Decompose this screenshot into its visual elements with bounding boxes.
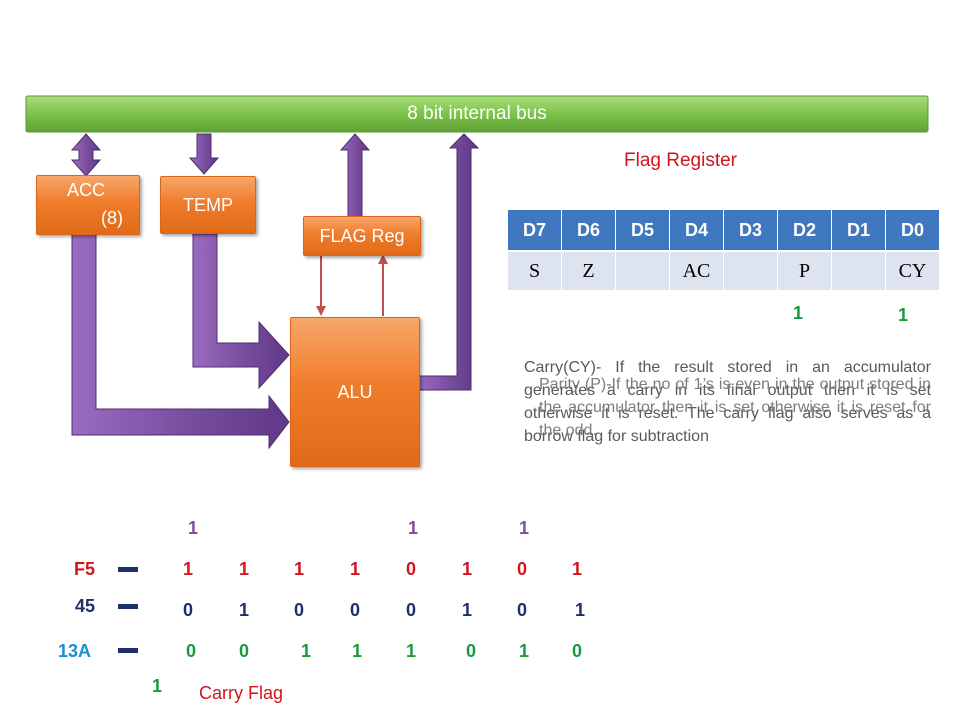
row3-label: 13A — [58, 641, 92, 661]
parity-flag-value: 1 — [793, 303, 804, 323]
minus-sign — [118, 567, 138, 572]
row3-bit: 1 — [352, 641, 363, 661]
acc-bus-double-arrow — [70, 133, 102, 177]
row1-bit: 1 — [572, 559, 583, 579]
carry-flag-label: Carry Flag — [199, 683, 284, 703]
flag-cell-ac: AC — [670, 250, 724, 290]
row2-bit: 1 — [462, 600, 473, 620]
row1-bit: 0 — [406, 559, 417, 579]
row3-bit: 0 — [572, 641, 583, 661]
row1-bit: 1 — [462, 559, 473, 579]
row1-bit: 1 — [239, 559, 250, 579]
header-cell: D3 — [724, 210, 778, 250]
temp-label: TEMP — [182, 195, 233, 215]
acc-label: ACC — [67, 180, 106, 200]
row3-bit: 0 — [466, 641, 477, 661]
header-cell: D2 — [778, 210, 832, 250]
borrow-bit: 1 — [408, 518, 419, 538]
row2-bit: 0 — [350, 600, 361, 620]
bus-label: 8 bit internal bus — [407, 103, 547, 124]
flag-cell-z: Z — [562, 250, 616, 290]
header-cell: D1 — [832, 210, 886, 250]
flag-reg-block: FLAG Reg — [303, 216, 421, 256]
acc-to-alu-arrow — [71, 233, 290, 450]
alu-output-arrow — [417, 133, 480, 391]
row2-bit: 0 — [183, 600, 194, 620]
header-cell: D0 — [886, 210, 939, 250]
internal-bus-bar — [25, 95, 929, 133]
flag-cell-cy: CY — [886, 250, 939, 290]
header-cell: D5 — [616, 210, 670, 250]
borrow-bit: 1 — [188, 518, 199, 538]
flag-to-alu-arrowhead — [316, 306, 326, 316]
flag-cell-empty — [832, 250, 886, 290]
row1-bit: 1 — [350, 559, 361, 579]
minus-sign — [118, 604, 138, 609]
minus-sign — [118, 648, 138, 653]
row2-bit: 0 — [406, 600, 417, 620]
flag-cell-empty — [616, 250, 670, 290]
temp-to-alu-arrow — [192, 233, 290, 390]
carry-flag-value: 1 — [898, 305, 909, 325]
flag-cell-empty — [724, 250, 778, 290]
acc-block: ACC (8) — [36, 175, 140, 235]
row3-bit: 1 — [519, 641, 530, 661]
alu-to-flag-arrowhead — [378, 254, 388, 264]
row1-label: F5 — [74, 559, 96, 579]
row1-bit: 1 — [294, 559, 305, 579]
header-cell: D7 — [508, 210, 562, 250]
row3-bit: 1 — [406, 641, 417, 661]
flag-register-title: Flag Register — [624, 150, 737, 171]
row2-bit: 0 — [517, 600, 528, 620]
row3-bit: 0 — [239, 641, 250, 661]
carry-description: Carry(CY)- If the result stored in an ac… — [524, 359, 931, 445]
row2-bit: 0 — [294, 600, 305, 620]
flag-cell-s: S — [508, 250, 562, 290]
row3-bit: 0 — [186, 641, 197, 661]
row1-bit: 1 — [183, 559, 194, 579]
header-cell: D6 — [562, 210, 616, 250]
flag-register-table: D7 D6 D5 D4 D3 D2 D1 D0 S Z AC P CY — [508, 210, 939, 290]
row3-bit: 1 — [301, 641, 312, 661]
row2-label: 45 — [75, 596, 96, 616]
header-cell: D4 — [670, 210, 724, 250]
row2-bit: 1 — [239, 600, 250, 620]
flag-reg-label: FLAG Reg — [319, 226, 405, 246]
flag-register-header-row: D7 D6 D5 D4 D3 D2 D1 D0 — [508, 210, 939, 250]
alu-label: ALU — [337, 382, 373, 402]
flag-reg-output-arrow — [339, 133, 371, 219]
acc-size-label: (8) — [101, 208, 123, 228]
borrow-bit: 1 — [519, 518, 530, 538]
temp-input-arrow — [188, 133, 220, 175]
alu-block: ALU — [290, 317, 420, 467]
row1-bit: 0 — [517, 559, 528, 579]
flag-register-flag-row: S Z AC P CY — [508, 250, 939, 290]
flag-cell-p: P — [778, 250, 832, 290]
row2-bit: 1 — [575, 600, 586, 620]
carry-bit: 1 — [152, 676, 163, 696]
temp-block: TEMP — [160, 176, 256, 234]
parity-description: Parity (P)-If the no of 1’s is even in t… — [539, 376, 931, 439]
